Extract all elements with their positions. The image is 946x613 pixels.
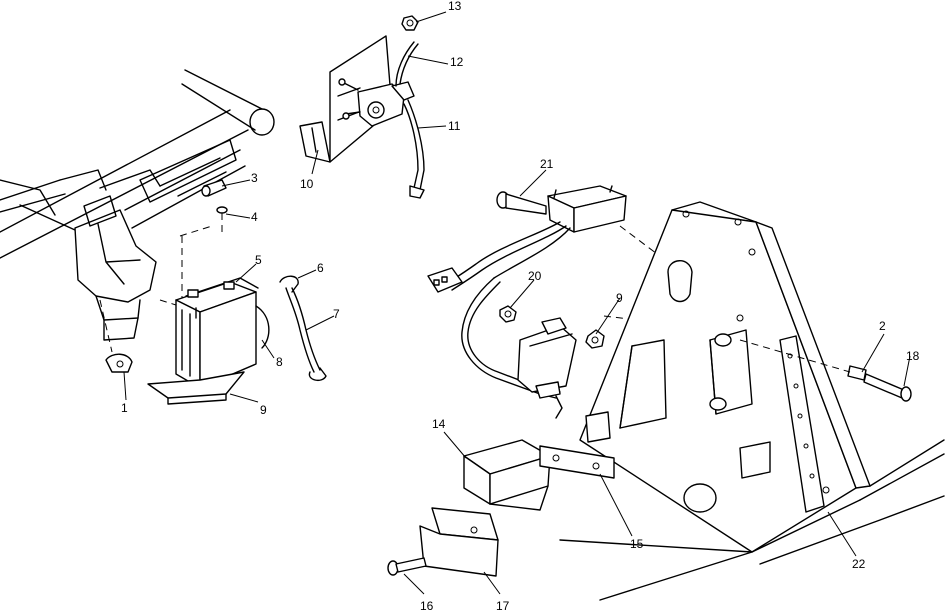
callout-13: 13	[448, 0, 462, 13]
part-19-nut	[585, 329, 605, 349]
callout-21: 21	[540, 157, 554, 171]
callout-10: 10	[300, 177, 314, 191]
callout-14: 14	[432, 417, 446, 431]
part-12-wire	[395, 41, 419, 87]
part-8-vent-hose	[255, 305, 270, 349]
part-17-bracket	[419, 507, 499, 577]
callout-11: 11	[448, 119, 461, 133]
callout-12: 12	[450, 55, 464, 69]
battery-tray-outline	[159, 225, 213, 306]
part-15-bar	[539, 445, 615, 479]
callout-3: 3	[251, 171, 258, 185]
callout-9-nut: 9	[616, 291, 623, 305]
callout-16: 16	[420, 599, 434, 613]
leader-lines	[123, 11, 911, 595]
part-9-battery-pad	[147, 371, 245, 405]
callout-20: 20	[528, 269, 542, 283]
part-4-washer	[216, 206, 228, 232]
callout-8: 8	[276, 355, 283, 369]
frame-bracket	[74, 195, 157, 353]
callout-22: 22	[852, 557, 866, 571]
callout-1: 1	[121, 401, 128, 415]
part-20-nut	[499, 305, 517, 323]
frame-tubes	[0, 69, 275, 259]
callout-2: 2	[879, 319, 886, 333]
part-14-rectifier	[463, 439, 551, 511]
regulator-bracket	[709, 329, 753, 415]
ignition-coil	[517, 317, 577, 419]
callout-5: 5	[255, 253, 262, 267]
part-18-bolt	[863, 373, 912, 402]
callout-18: 18	[906, 349, 920, 363]
part-13-nut	[401, 15, 419, 31]
part-5-battery	[175, 277, 259, 389]
callout-labels: 1 2 3 4 5 6 7 8 9 9 10 11 12 13 14 15 16…	[121, 0, 920, 613]
callout-17: 17	[496, 599, 510, 613]
cdi-harness	[427, 221, 571, 399]
part-21-bolt	[496, 191, 547, 215]
callout-15: 15	[630, 537, 644, 551]
callout-6: 6	[317, 261, 324, 275]
solenoid	[338, 78, 415, 127]
callout-7: 7	[333, 307, 340, 321]
cdi-module	[547, 185, 627, 233]
part-11-wire	[403, 99, 425, 191]
part-1-clip	[105, 353, 133, 373]
part-7-battery-cable	[279, 275, 327, 382]
part-3-terminal-cap	[201, 179, 227, 197]
part-11-connector	[409, 185, 425, 199]
part-16-screw	[387, 557, 427, 576]
callout-4: 4	[251, 210, 258, 224]
callout-9-battery-pad: 9	[260, 403, 267, 417]
